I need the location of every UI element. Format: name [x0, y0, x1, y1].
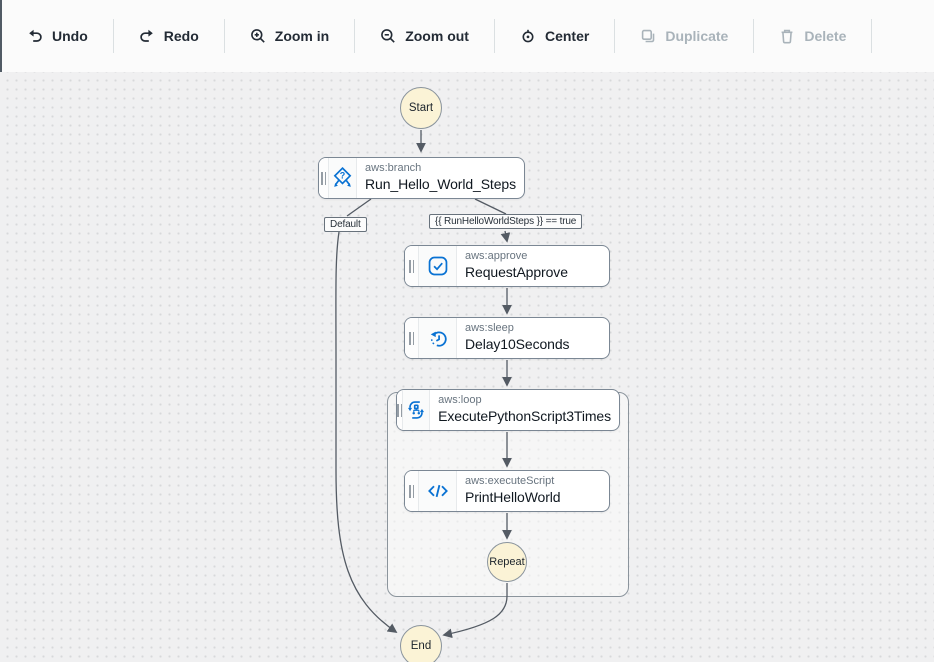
condition-branch-label: {{ RunHelloWorldSteps }} == true — [429, 214, 583, 229]
loop-icon — [403, 390, 431, 430]
step-name: ExecutePythonScript3Times — [438, 408, 611, 425]
redo-icon — [139, 28, 155, 44]
undo-icon — [27, 28, 43, 44]
toolbar: Undo Redo Zoom in — [0, 0, 934, 72]
svg-text:?: ? — [340, 170, 346, 180]
panel-edge — [0, 0, 2, 72]
repeat-terminal: Repeat — [487, 542, 527, 582]
toolbar-separator — [493, 19, 495, 53]
step-delay-10-seconds[interactable]: aws:sleep Delay10Seconds — [404, 317, 610, 359]
end-terminal: End — [400, 625, 442, 662]
drag-handle-icon[interactable] — [405, 246, 419, 286]
zoom-in-icon — [250, 28, 266, 44]
step-type: aws:loop — [438, 394, 482, 407]
duplicate-button[interactable]: Duplicate — [615, 22, 753, 50]
end-label: End — [410, 640, 432, 652]
toolbar-separator — [223, 19, 225, 53]
step-name: Delay10Seconds — [465, 336, 570, 353]
duplicate-label: Duplicate — [665, 28, 729, 44]
step-run-hello-world-steps[interactable]: ? aws:branch Run_Hello_World_Steps — [318, 157, 525, 199]
step-name: PrintHelloWorld — [465, 489, 561, 506]
toolbar-separator — [354, 19, 356, 53]
start-label: Start — [408, 102, 434, 114]
step-execute-python-script-3-times[interactable]: aws:loop ExecutePythonScript3Times — [396, 389, 620, 431]
toolbar-separator — [614, 19, 616, 53]
script-icon — [419, 471, 457, 511]
sleep-icon — [419, 318, 457, 358]
default-branch-label: Default — [324, 217, 367, 232]
branch-icon: ? — [329, 158, 358, 198]
delete-label: Delete — [804, 28, 847, 44]
redo-label: Redo — [163, 28, 199, 44]
drag-handle-icon[interactable] — [319, 158, 330, 198]
center-label: Center — [544, 28, 590, 44]
step-type: aws:sleep — [465, 322, 514, 335]
repeat-label: Repeat — [489, 556, 525, 568]
undo-label: Undo — [52, 28, 88, 44]
approve-icon — [419, 246, 457, 286]
undo-button[interactable]: Undo — [2, 22, 113, 50]
zoom-out-label: Zoom out — [405, 28, 469, 44]
delete-button[interactable]: Delete — [754, 22, 871, 50]
zoom-out-button[interactable]: Zoom out — [355, 22, 494, 50]
step-name: RequestApprove — [465, 264, 568, 281]
step-type: aws:branch — [365, 162, 422, 175]
drag-handle-icon[interactable] — [405, 318, 419, 358]
start-terminal: Start — [400, 87, 442, 129]
redo-button[interactable]: Redo — [114, 22, 224, 50]
toolbar-separator — [753, 19, 755, 53]
toolbar-separator — [112, 19, 114, 53]
step-request-approve[interactable]: aws:approve RequestApprove — [404, 245, 610, 287]
center-button[interactable]: Center — [495, 22, 614, 50]
drag-handle-icon[interactable] — [397, 390, 404, 430]
delete-icon — [779, 28, 795, 44]
toolbar-separator — [871, 19, 873, 53]
center-icon — [520, 28, 536, 44]
zoom-out-icon — [380, 28, 396, 44]
drag-handle-icon[interactable] — [405, 471, 419, 511]
step-type: aws:approve — [465, 250, 528, 263]
duplicate-icon — [640, 28, 656, 44]
step-print-hello-world[interactable]: aws:executeScript PrintHelloWorld — [404, 470, 610, 512]
zoom-in-button[interactable]: Zoom in — [225, 22, 354, 50]
zoom-in-label: Zoom in — [274, 28, 330, 44]
step-name: Run_Hello_World_Steps — [365, 176, 516, 193]
step-type: aws:executeScript — [465, 475, 555, 488]
